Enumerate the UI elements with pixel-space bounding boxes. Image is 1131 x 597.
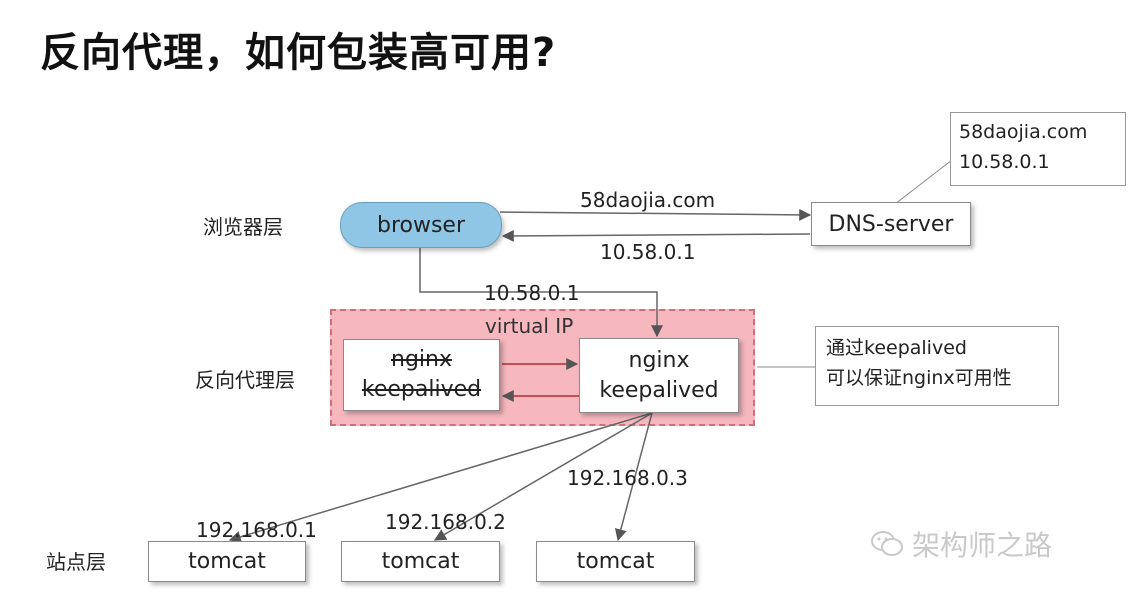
page-title: 反向代理，如何包装高可用? <box>40 30 557 76</box>
edge-dns-to-browser <box>501 229 811 242</box>
nginx-standby-line1: nginx <box>391 347 452 372</box>
watermark-text: 架构师之路 <box>912 529 1053 562</box>
layer-label-site: 站点层 <box>46 550 106 574</box>
edge-browser-to-dns <box>499 208 812 221</box>
dns-server-node: DNS-server <box>811 202 971 246</box>
edge-label-tomcat3: 192.168.0.3 <box>567 466 688 490</box>
dns-note: 58daojia.com 10.58.0.1 <box>950 112 1126 186</box>
edge-browser-to-vip <box>419 246 663 338</box>
edge-label-response: 10.58.0.1 <box>600 240 696 264</box>
tomcat-node-1: tomcat <box>148 541 306 582</box>
wechat-icon <box>871 531 903 556</box>
nginx-standby-node: nginx keepalived <box>343 339 500 411</box>
edge-label-tomcat2: 192.168.0.2 <box>385 510 506 534</box>
keepalived-note-line1: 通过keepalived <box>826 337 967 359</box>
watermark: 架构师之路 <box>870 524 1052 564</box>
nginx-active-line1: nginx <box>628 347 690 373</box>
layer-label-browser: 浏览器层 <box>203 215 283 239</box>
dns-note-domain: 58daojia.com <box>959 121 1088 143</box>
tomcat-node-2: tomcat <box>341 541 500 582</box>
layer-label-proxy: 反向代理层 <box>195 368 295 392</box>
nginx-standby-line2: keepalived <box>361 377 482 402</box>
browser-node: browser <box>340 202 502 248</box>
nginx-active-line2: keepalived <box>599 377 719 403</box>
keepalived-note: 通过keepalived 可以保证nginx可用性 <box>815 326 1059 406</box>
dns-note-ip: 10.58.0.1 <box>959 151 1050 173</box>
nginx-active-node: nginx keepalived <box>579 338 739 413</box>
edge-nginx-to-tomcat1 <box>228 412 653 543</box>
dns-note-leader <box>894 159 953 205</box>
edge-label-tomcat1: 192.168.0.1 <box>196 518 317 542</box>
edge-label-to-vip: 10.58.0.1 <box>484 281 580 305</box>
tomcat-node-3: tomcat <box>536 541 695 582</box>
edge-label-query: 58daojia.com <box>580 188 716 212</box>
edge-nginx-to-tomcat3 <box>614 412 653 542</box>
keepalived-note-line2: 可以保证nginx可用性 <box>826 367 1012 389</box>
virtual-ip-label: virtual IP <box>485 314 574 338</box>
edge-nginx-to-tomcat2 <box>433 412 653 541</box>
